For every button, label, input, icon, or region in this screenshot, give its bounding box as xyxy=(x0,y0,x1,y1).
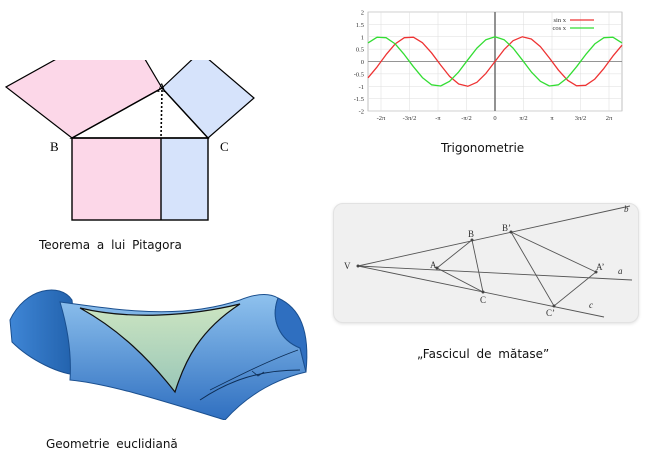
y-tick-labels: 2 1.5 1 0.5 0 -0.5 -1 -1.5 -2 xyxy=(354,10,364,116)
label-b-prime: B’ xyxy=(502,223,511,233)
vertex-label-c: C xyxy=(220,139,229,154)
x-tick-label: 2π xyxy=(606,115,613,122)
x-tick-label: 3π/2 xyxy=(575,115,587,122)
y-tick-label: 0 xyxy=(361,59,364,66)
legend-label: sin x xyxy=(554,17,567,24)
y-tick-label: -0.5 xyxy=(354,71,364,78)
ray-b xyxy=(357,205,631,267)
x-tick-label: -π xyxy=(435,115,441,122)
right-triangle xyxy=(69,87,210,139)
label-v: V xyxy=(344,261,351,271)
x-tick-label: 0 xyxy=(493,115,496,122)
ray-c xyxy=(357,265,605,318)
series-line-cos-x xyxy=(367,36,623,87)
y-tick-label: -1.5 xyxy=(354,96,364,103)
square-on-ac xyxy=(161,60,255,139)
surface-right-wall xyxy=(274,297,308,373)
label-line-c: c xyxy=(589,300,593,310)
vertex-label-a: A xyxy=(157,80,167,95)
y-tick-label: 1.5 xyxy=(356,22,364,29)
surface-curve-2 xyxy=(209,349,299,391)
right-angle-mark xyxy=(251,370,265,377)
x-tick-labels: -2π -3π/2 -π -π/2 0 π/2 π 3π/2 2π xyxy=(377,115,613,122)
label-line-b: b xyxy=(624,204,629,214)
chart-series xyxy=(367,36,623,87)
pythagoras-caption: Teorema a lui Pitagora xyxy=(39,238,182,252)
silk-card: V A B C A’ B’ C’ a b c xyxy=(333,203,639,323)
y-tick-label: -2 xyxy=(359,109,364,116)
series-line-sin-x xyxy=(367,36,623,87)
triangle-a2b2c2 xyxy=(509,230,597,307)
label-line-a: a xyxy=(618,266,623,276)
silk-caption: „Fascicul de mătase” xyxy=(417,347,550,361)
square-on-bc-blue xyxy=(161,138,208,220)
altitude-dotted xyxy=(160,89,163,139)
square-on-ab xyxy=(4,60,163,139)
label-b: B xyxy=(468,229,474,239)
triangle-abc xyxy=(436,239,484,293)
y-tick-label: -1 xyxy=(359,84,364,91)
x-tick-label: π xyxy=(550,115,554,122)
label-c-prime: C’ xyxy=(546,308,555,318)
vertex-label-b: B xyxy=(50,139,59,154)
x-tick-label: -π/2 xyxy=(461,115,472,122)
label-a-prime: A’ xyxy=(596,262,605,272)
saddle-surface-figure xyxy=(9,289,308,420)
x-tick-label: π/2 xyxy=(519,115,527,122)
trig-caption: Trigonometrie xyxy=(441,141,525,155)
geometry-caption: Geometrie euclidiană xyxy=(46,437,178,451)
ray-a xyxy=(357,265,633,281)
surface-curve-1 xyxy=(199,369,301,401)
trig-chart: 2 1.5 1 0.5 0 -0.5 -1 -1.5 -2 -2π -3π/2 -π -π/2 0 π/2… xyxy=(342,8,630,128)
label-a: A xyxy=(430,260,437,270)
geodesic-triangle xyxy=(79,303,241,394)
y-tick-label: 0.5 xyxy=(356,47,364,54)
label-c: C xyxy=(480,295,486,305)
y-tick-label: 1 xyxy=(361,34,364,41)
silk-diagram: V A B C A’ B’ C’ a b c xyxy=(344,204,633,318)
pythagoras-diagram: A B C xyxy=(4,60,255,221)
y-tick-label: 2 xyxy=(361,10,364,17)
legend-label: cos x xyxy=(552,25,566,32)
square-on-bc-pink xyxy=(72,138,161,220)
x-tick-label: -3π/2 xyxy=(403,115,417,122)
x-tick-label: -2π xyxy=(377,115,386,122)
